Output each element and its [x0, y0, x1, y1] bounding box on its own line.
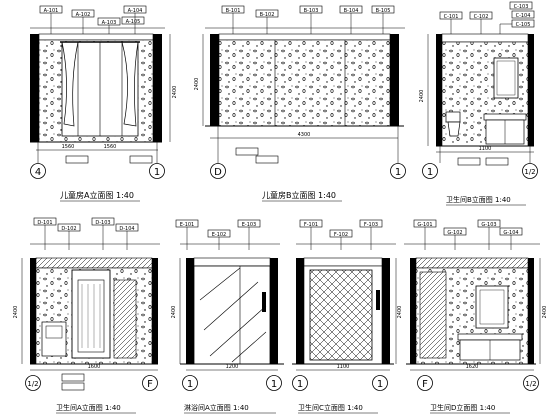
axis-label: 4	[35, 167, 41, 178]
axis-marker	[417, 375, 433, 391]
elevation-panel-e3: C-101 C-102 C-103 C-104 C-105 2400 1100	[419, 1, 538, 206]
dimension-label: 4300	[298, 132, 311, 138]
callout-tag: B-102	[260, 12, 275, 18]
callout-tag: C-105	[516, 22, 531, 28]
callout-tag: C-101	[444, 14, 459, 20]
callout-row: A-101 A-102 A-103 A-104 A-105	[39, 5, 147, 34]
callout-tag: E-102	[212, 232, 227, 238]
elevation-panel-e6: F-101 F-102 F-103 2400 1100 1 1 卫生间C立面图 …	[292, 219, 403, 414]
callout-tag: E-101	[180, 222, 195, 228]
axis-marker	[142, 375, 158, 391]
callout-row: F-101 F-102 F-103	[299, 219, 383, 250]
axis-label: 1	[187, 379, 193, 390]
dimension-label: 2400	[171, 306, 177, 319]
dimension-label: 2400	[172, 86, 178, 99]
callout-tag: D-102	[61, 226, 76, 232]
axis-marker	[266, 375, 282, 391]
callout-row: B-101 B-102 B-103 B-104 B-105	[221, 5, 395, 34]
callout-tag: A-103	[102, 20, 117, 26]
axis-marker	[182, 375, 198, 391]
callout-tag: A-101	[44, 8, 59, 14]
elevation-panel-e7: G-101 G-102 G-103 G-104 2400 1620 F 1/	[404, 219, 548, 414]
axis-marker	[372, 375, 388, 391]
axis-label: 1	[427, 167, 433, 178]
dimension-label: 1100	[479, 146, 492, 152]
callout-tag: F-101	[304, 222, 318, 228]
callout-tag: F-102	[334, 232, 348, 238]
callout-tag: B-105	[376, 8, 391, 14]
dimension-label: 1560	[104, 144, 117, 150]
axis-label: 1	[395, 167, 401, 178]
dimension-label: 1100	[337, 364, 350, 370]
callout-tag: F-103	[364, 222, 378, 228]
elevation-caption: 儿童房A立面图 1:40	[60, 190, 134, 200]
axis-marker	[523, 375, 539, 391]
callout-tag: G-104	[503, 230, 518, 236]
callout-tag: G-102	[447, 230, 462, 236]
axis-label: 1	[271, 379, 277, 390]
callout-tag: C-104	[516, 13, 531, 19]
callout-tag: B-103	[304, 8, 319, 14]
callout-tag: D-104	[119, 226, 134, 232]
callout-tag: C-102	[474, 14, 489, 20]
callout-tag: B-104	[344, 8, 359, 14]
elevation-caption: 儿童房B立面图 1:40	[262, 190, 336, 200]
axis-label: D	[214, 167, 222, 178]
axis-marker	[522, 163, 538, 179]
callout-tag: B-101	[226, 8, 241, 14]
callout-tag: A-102	[76, 12, 91, 18]
dimension-label: 1560	[62, 144, 75, 150]
axis-label: 1/2	[27, 380, 38, 388]
elevation-caption: 卫生间B立面图 1:40	[446, 195, 511, 204]
dimension-label: 1620	[466, 364, 479, 370]
axis-marker	[292, 375, 308, 391]
elevation-caption: 卫生间A立面图 1:40	[56, 403, 121, 412]
callout-tag: E-103	[242, 222, 257, 228]
dimension-label: 2400	[542, 306, 548, 319]
dimension-label: 1600	[88, 364, 101, 370]
axis-marker	[422, 163, 438, 179]
elevation-caption: 卫生间C立面图 1:40	[298, 403, 363, 412]
dimension-label: 2400	[194, 78, 200, 91]
callout-tag: C-103	[514, 4, 529, 10]
dimension-label: 1200	[226, 364, 239, 370]
elevation-caption: 淋浴间A立面图 1:40	[184, 403, 249, 412]
elevation-panel-e2: B-101 B-102 B-103 B-104 B-105 2400 4300 …	[194, 5, 406, 202]
callout-tag: D-101	[37, 220, 52, 226]
axis-label: 1	[377, 379, 383, 390]
axis-marker	[25, 375, 41, 391]
axis-label: F	[147, 379, 153, 390]
callout-row: E-101 E-102 E-103	[175, 219, 261, 250]
dimension-label: 2400	[397, 306, 403, 319]
axis-label: 1/2	[525, 380, 536, 388]
elevation-caption: 卫生间D立面图 1:40	[430, 403, 495, 412]
axis-marker	[149, 163, 165, 179]
callout-tag: G-101	[417, 222, 432, 228]
axis-label: 1/2	[524, 168, 535, 176]
axis-marker	[210, 163, 226, 179]
callout-tag: G-103	[481, 222, 496, 228]
axis-label: 1	[297, 379, 303, 390]
callout-tag: D-103	[95, 220, 110, 226]
callout-row: G-101 G-102 G-103 G-104	[413, 219, 523, 250]
elevation-panel-e4: D-101 D-102 D-103 D-104 2400 1600 1/2	[13, 217, 160, 414]
dimension-label: 2400	[13, 306, 19, 319]
callout-row: D-101 D-102 D-103 D-104	[33, 217, 139, 250]
elevation-panel-e1: A-101 A-102 A-103 A-104 A-105 2400 1560	[30, 5, 178, 202]
axis-label: F	[422, 379, 428, 390]
elevation-panel-e5: E-101 E-102 E-103 2400 1200 1 1 淋浴间A立面图 …	[171, 219, 284, 414]
axis-label: 1	[154, 167, 160, 178]
axis-marker	[30, 163, 46, 179]
callout-tag: A-105	[126, 19, 141, 25]
axis-marker	[390, 163, 406, 179]
callout-tag: A-104	[128, 8, 143, 14]
dimension-label: 2400	[419, 90, 425, 103]
